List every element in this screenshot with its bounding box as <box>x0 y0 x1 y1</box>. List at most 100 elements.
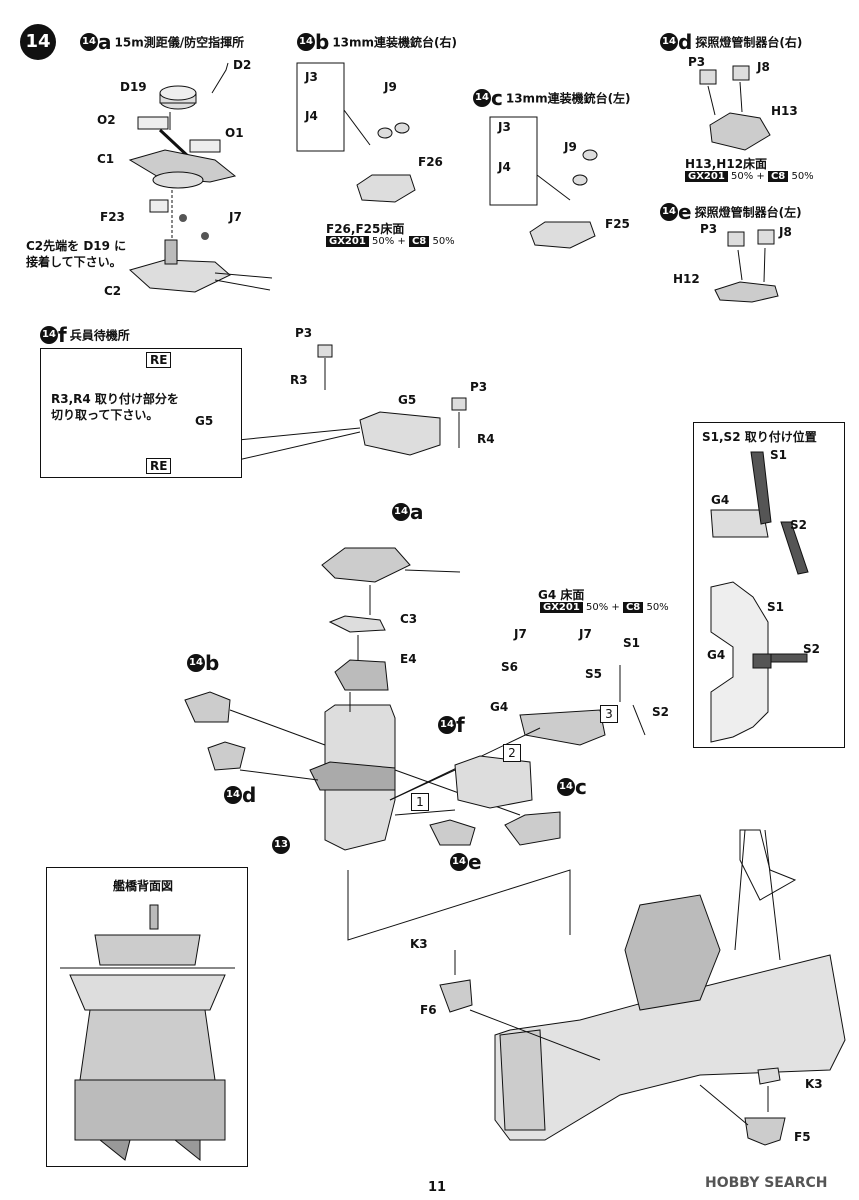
bridge-rear-view-title: 艦橋背面図 <box>113 879 174 893</box>
paint-b-gx-pct: 50% + <box>371 236 406 247</box>
section-c-number: 14 <box>473 89 491 107</box>
paint-d-c8: C8 <box>767 171 789 182</box>
label-j9-c: J9 <box>564 140 577 154</box>
paint-d-floor: H13,H12床面 <box>685 157 768 171</box>
label-s2-box-top: S2 <box>790 518 807 532</box>
label-j4-c: J4 <box>498 160 511 174</box>
paint-g4-floor: G4 床面 <box>538 588 585 602</box>
section-c-title: 13mm連装機銃台(左) <box>505 91 631 106</box>
label-r4: R4 <box>477 432 495 446</box>
label-p3-e: P3 <box>700 222 718 236</box>
paint-d-c8-pct: 50% <box>791 171 814 182</box>
s-position-title: S1,S2 取り付け位置 <box>702 430 817 444</box>
paint-b-floor: F26,F25床面 <box>326 222 405 236</box>
label-g4-box-bottom: G4 <box>707 648 726 662</box>
label-p3-f2: P3 <box>470 380 488 394</box>
label-j8-d: J8 <box>757 60 770 74</box>
label-d2: D2 <box>233 58 252 72</box>
paint-b-gx: GX201 <box>326 236 369 247</box>
s-position-diagram <box>710 451 809 743</box>
label-p3-f1: P3 <box>295 326 313 340</box>
section-b-title: 13mm連装機銃台(右) <box>332 35 458 50</box>
page-number: 11 <box>428 1180 447 1195</box>
label-j7-g4-right: J7 <box>579 627 592 641</box>
label-f25: F25 <box>605 217 630 231</box>
label-j7-a: J7 <box>229 210 242 224</box>
label-f6: F6 <box>420 1003 437 1017</box>
callout-13: 13 <box>272 836 290 854</box>
section-d-letter: d <box>678 30 693 54</box>
section-e-title: 探照燈管制器台(左) <box>694 205 802 220</box>
label-j4-b: J4 <box>305 109 318 123</box>
label-o1: O1 <box>225 126 244 140</box>
paint-g4-gx: GX201 <box>540 602 583 613</box>
label-s6: S6 <box>501 660 518 674</box>
paint-d-mix: GX201 50% + C8 50% <box>685 171 814 182</box>
paint-d-gx-pct: 50% + <box>730 171 765 182</box>
callout-14a-number: 14 <box>392 503 410 521</box>
label-f26: F26 <box>418 155 443 169</box>
callout-14e-number: 14 <box>450 853 468 871</box>
section-f-number: 14 <box>40 326 58 344</box>
section-e-number: 14 <box>660 203 678 221</box>
watermark-logo: HOBBY SEARCH <box>705 1175 828 1191</box>
label-s1-box-top: S1 <box>770 448 787 462</box>
callout-14d-number: 14 <box>224 786 242 804</box>
callout-box-3: 3 <box>600 703 618 723</box>
label-p3-d: P3 <box>688 55 706 69</box>
paint-d-gx: GX201 <box>685 171 728 182</box>
label-c3: C3 <box>400 612 418 626</box>
label-e4: E4 <box>400 652 417 666</box>
paint-g4-c8-pct: 50% <box>646 602 669 613</box>
label-h13: H13 <box>771 104 798 118</box>
callout-14b-number: 14 <box>187 654 205 672</box>
label-o2: O2 <box>97 113 116 127</box>
section-a-title: 15m測距儀/防空指揮所 <box>114 35 245 50</box>
section-a-letter: a <box>98 30 112 54</box>
label-c2: C2 <box>104 284 122 298</box>
section-f-title: 兵員待機所 <box>69 328 130 343</box>
label-h12: H12 <box>673 272 700 286</box>
callout-14c-number: 14 <box>557 778 575 796</box>
paint-g4-gx-pct: 50% + <box>585 602 620 613</box>
section-f-inset: R3,R4 取り付け部分を 切り取って下さい。 <box>40 348 242 478</box>
label-k3-left: K3 <box>410 937 428 951</box>
section-f-letter: f <box>58 323 67 347</box>
label-f5: F5 <box>794 1130 811 1144</box>
callout-box-2-text: 2 <box>503 744 521 762</box>
label-g5-inset: G5 <box>195 414 214 428</box>
callout-box-3-text: 3 <box>600 705 618 723</box>
section-d-number: 14 <box>660 33 678 51</box>
label-s2: S2 <box>652 705 669 719</box>
callout-box-1-text: 1 <box>411 793 429 811</box>
callout-13-number: 13 <box>272 836 290 854</box>
label-re-bottom: RE <box>146 458 172 474</box>
label-d19: D19 <box>120 80 147 94</box>
label-f23: F23 <box>100 210 125 224</box>
label-s5: S5 <box>585 667 602 681</box>
callout-box-2: 2 <box>503 742 521 762</box>
label-g4: G4 <box>490 700 509 714</box>
label-k3-right: K3 <box>805 1077 823 1091</box>
callout-14d-letter: d <box>242 783 257 807</box>
section-a-number: 14 <box>80 33 98 51</box>
label-j3-c: J3 <box>498 120 511 134</box>
label-g5: G5 <box>398 393 417 407</box>
callout-14f-letter: f <box>456 713 465 737</box>
label-j7-g4-left: J7 <box>514 627 527 641</box>
label-g4-box-top: G4 <box>711 493 730 507</box>
label-j8-e: J8 <box>779 225 792 239</box>
bridge-rear-view-box: 艦橋背面図 <box>46 867 248 1167</box>
paint-b-c8: C8 <box>408 236 430 247</box>
